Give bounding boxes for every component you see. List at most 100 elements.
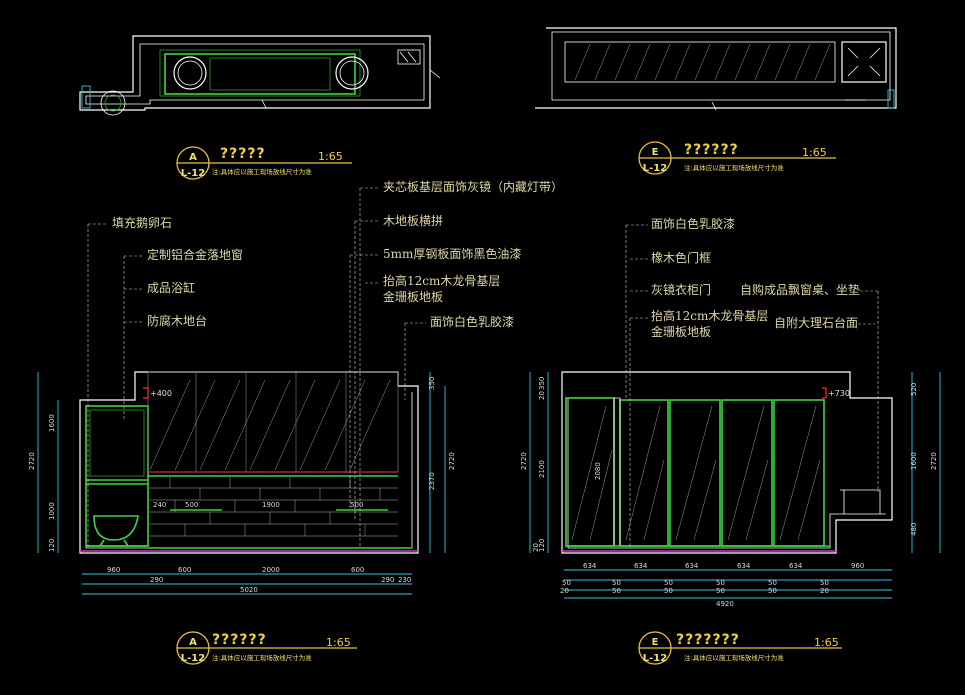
mirror-hatch — [149, 372, 391, 472]
dim-text: 1600 — [910, 452, 918, 470]
dim-text: 50 — [612, 579, 621, 587]
dim-text: 290 — [150, 576, 163, 584]
drawing-title: ?????? — [212, 632, 267, 648]
dim-text: 2370 — [428, 472, 436, 490]
tag-bottom: L-12 — [181, 168, 205, 179]
dim-text: 230 — [398, 576, 411, 584]
dim-text: 290 — [381, 576, 394, 584]
callout-label: 抬高12cm木龙骨基层 — [651, 308, 768, 323]
plan-e-hatch — [574, 43, 831, 81]
callout-label: 抬高12cm木龙骨基层 — [383, 273, 500, 288]
title-block-a-bottom: A L-12 ?????? 1:65 注:具体应以施工现场放线尺寸为准 — [176, 631, 357, 665]
dim-text: 2720 — [930, 452, 938, 470]
drawing-title: ??????? — [676, 632, 740, 648]
dim-text: 1900 — [262, 501, 280, 509]
dim-text: 960 — [851, 562, 864, 570]
dim-text: 1000 — [48, 502, 56, 520]
callout-label: 面饰白色乳胶漆 — [430, 314, 514, 329]
dim-text: 634 — [737, 562, 751, 570]
callout-label: 夹芯板基层面饰灰镜（内藏灯带） — [383, 179, 563, 194]
plan-e-drawing — [535, 27, 897, 111]
callout-label: 填充鹅卵石 — [112, 215, 172, 230]
dim-text: 50 — [768, 579, 777, 587]
elevation-e-drawing: +730 — [561, 371, 893, 554]
dim-text: 1600 — [48, 414, 56, 432]
callout-label: 面饰白色乳胶漆 — [651, 216, 735, 231]
elevation-e-dimensions: 634 634 634 634 634 960 50 50 50 50 50 5… — [520, 372, 941, 608]
dim-text: 960 — [107, 566, 120, 574]
callout-label: 金珊板地板 — [383, 289, 443, 304]
tag-top: A — [189, 152, 197, 163]
callout-label: 橡木色门框 — [651, 250, 711, 265]
tag-top: E — [652, 637, 659, 648]
dim-text: 20 — [560, 587, 569, 595]
title-block-a-top: A L-12 ????? 1:65 注:具体应以施工现场放线尺寸为准 — [176, 146, 352, 180]
title-block-e-bottom: E L-12 ??????? 1:65 注:具体应以施工现场放线尺寸为准 — [638, 631, 842, 665]
callout-label: 成品浴缸 — [147, 280, 195, 295]
tag-bottom: L-12 — [181, 653, 205, 664]
dim-text: 50 — [716, 579, 725, 587]
drawing-title: ?????? — [684, 142, 739, 158]
dim-text: 4920 — [716, 600, 734, 608]
tag-top: A — [189, 637, 197, 648]
drawing-title: ????? — [220, 146, 266, 162]
dim-text: 50 — [768, 587, 777, 595]
dim-text: 50 — [612, 587, 621, 595]
dim-text: 120 — [538, 539, 546, 552]
elevation-a-dimensions: 960 600 2000 600 290 230 290 5020 2720 1… — [28, 372, 456, 595]
dim-text: 2000 — [262, 566, 280, 574]
dim-text: 2720 — [520, 452, 528, 470]
elevation-a-drawing: +400 — [79, 371, 419, 554]
drawing-scale: 1:65 — [318, 150, 343, 163]
dim-text: 2080 — [594, 462, 602, 480]
callout-label: 金珊板地板 — [651, 324, 711, 339]
elevation-e-labels: 面饰白色乳胶漆 橡木色门框 灰镜衣柜门 抬高12cm木龙骨基层 金珊板地板 自购… — [625, 216, 879, 548]
callout-label: 灰镜衣柜门 — [651, 282, 711, 297]
dim-text: 2100 — [538, 460, 546, 478]
dim-text: 20 — [532, 543, 540, 552]
drawing-scale: 1:65 — [802, 146, 827, 159]
floor-boards — [148, 476, 398, 537]
drawing-note: 注:具体应以施工现场放线尺寸为准 — [212, 167, 312, 176]
plan-a-drawing — [79, 35, 441, 116]
callout-label: 5mm厚钢板面饰黑色油漆 — [383, 247, 521, 261]
dim-text: 520 — [910, 383, 918, 396]
dim-text: 634 — [583, 562, 597, 570]
wardrobe-hatch — [571, 405, 821, 541]
dim-text: 634 — [789, 562, 803, 570]
dim-text: 500 — [350, 501, 363, 509]
dim-text: 240 — [153, 501, 166, 509]
drawing-note: 注:具体应以施工现场放线尺寸为准 — [684, 653, 784, 662]
dim-text: 600 — [351, 566, 364, 574]
dim-text: 480 — [910, 523, 918, 536]
callout-label: 自附大理石台面 — [774, 315, 858, 330]
drawing-scale: 1:65 — [326, 636, 351, 649]
dim-text: 5020 — [240, 586, 258, 594]
dim-text: 2720 — [28, 452, 36, 470]
dim-text: 634 — [685, 562, 699, 570]
level-mark: +400 — [150, 389, 172, 398]
tag-bottom: L-12 — [643, 163, 667, 174]
dim-text: 20 — [538, 391, 546, 400]
dim-text: 350 — [428, 377, 436, 390]
dim-text: 50 — [664, 579, 673, 587]
dim-text: 50 — [820, 579, 829, 587]
callout-label: 定制铝合金落地窗 — [147, 247, 243, 262]
dim-text: 600 — [178, 566, 191, 574]
drawing-scale: 1:65 — [814, 636, 839, 649]
dim-text: 350 — [538, 377, 546, 390]
tag-top: E — [652, 147, 659, 158]
drawing-note: 注:具体应以施工现场放线尺寸为准 — [684, 163, 784, 172]
tag-bottom: L-12 — [643, 653, 667, 664]
dim-text: 50 — [562, 579, 571, 587]
dim-text: 634 — [634, 562, 648, 570]
callout-label: 自购成品飘窗桌、坐垫 — [740, 282, 860, 297]
dim-text: 2720 — [448, 452, 456, 470]
elevation-a-labels: 填充鹅卵石 定制铝合金落地窗 成品浴缸 防腐木地台 夹芯板基层面饰灰镜（内藏灯带… — [87, 179, 563, 548]
dim-text: 20 — [820, 587, 829, 595]
dim-text: 120 — [48, 539, 56, 552]
dim-text: 50 — [716, 587, 725, 595]
level-mark: +730 — [828, 389, 850, 398]
callout-label: 木地板横拼 — [383, 214, 443, 228]
